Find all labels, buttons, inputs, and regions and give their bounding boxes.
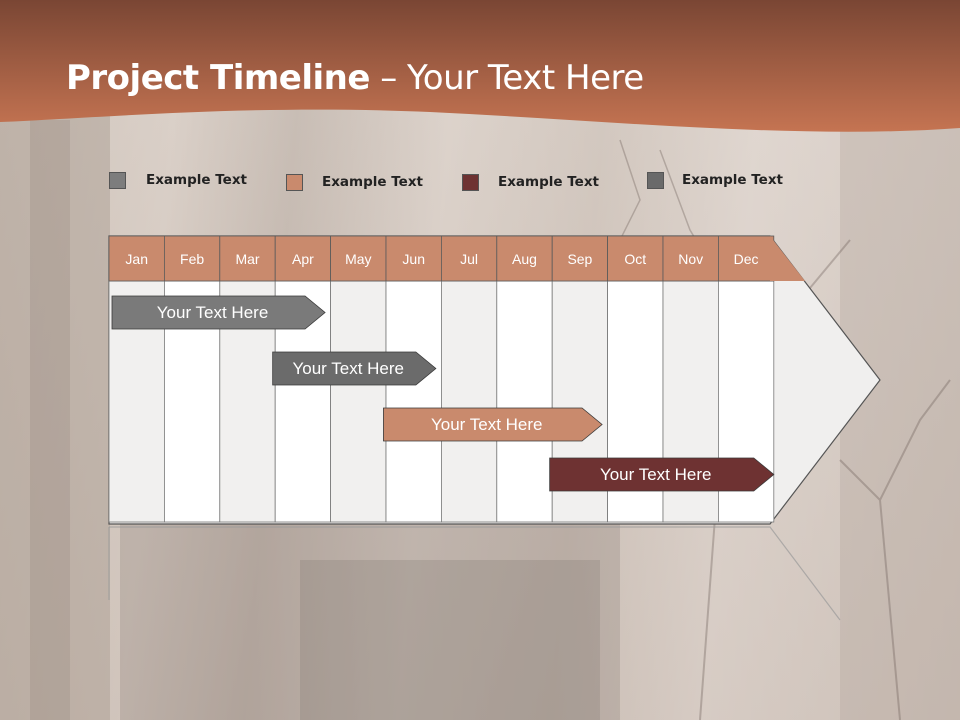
task-bar-1 <box>111 295 326 330</box>
header-arrow-tip <box>770 236 805 281</box>
legend-swatch <box>109 172 126 189</box>
month-column-may <box>330 280 387 523</box>
month-label: Nov <box>678 251 703 267</box>
month-header-jul <box>440 235 498 282</box>
month-column-jun <box>385 280 442 523</box>
header-band <box>0 0 960 132</box>
task-bar-2 <box>272 351 437 386</box>
month-label: Jan <box>125 251 148 267</box>
month-label: Apr <box>292 251 314 267</box>
task-bar-4 <box>549 457 775 492</box>
month-label: May <box>345 251 371 267</box>
task-bar-3 <box>383 407 603 442</box>
month-label: Sep <box>567 251 592 267</box>
legend-label: Example Text <box>322 174 423 190</box>
month-header-sep <box>551 235 609 282</box>
month-label: Feb <box>180 251 204 267</box>
month-column-aug <box>496 280 553 523</box>
title-rest: – Your Text Here <box>369 58 644 98</box>
task-bar-label: Your Text Here <box>156 303 269 322</box>
legend-label: Example Text <box>498 174 599 190</box>
month-column-jul <box>440 280 498 523</box>
month-label: Mar <box>235 251 259 267</box>
month-label: Jul <box>460 251 478 267</box>
month-header-oct <box>607 235 664 282</box>
month-header-dec <box>718 235 775 282</box>
month-label: Oct <box>624 251 646 267</box>
title-bold: Project Timeline <box>66 58 370 98</box>
month-header-nov <box>662 235 719 282</box>
month-label: Dec <box>734 251 759 267</box>
month-label: Jun <box>402 251 425 267</box>
legend-swatch <box>462 174 479 191</box>
task-bar-label: Your Text Here <box>599 465 712 484</box>
month-label: Aug <box>512 251 537 267</box>
page-title: Project Timeline – Your Text Here <box>66 58 644 98</box>
month-header-jan <box>108 235 165 282</box>
legend-label: Example Text <box>682 172 783 188</box>
legend-swatch <box>286 174 303 191</box>
task-bar-label: Your Text Here <box>430 415 543 434</box>
legend-swatch <box>647 172 664 189</box>
legend-label: Example Text <box>146 172 247 188</box>
task-bar-label: Your Text Here <box>292 359 404 378</box>
month-header-feb <box>163 235 221 282</box>
timeline-reflection <box>109 526 841 621</box>
month-header-apr <box>274 235 332 282</box>
